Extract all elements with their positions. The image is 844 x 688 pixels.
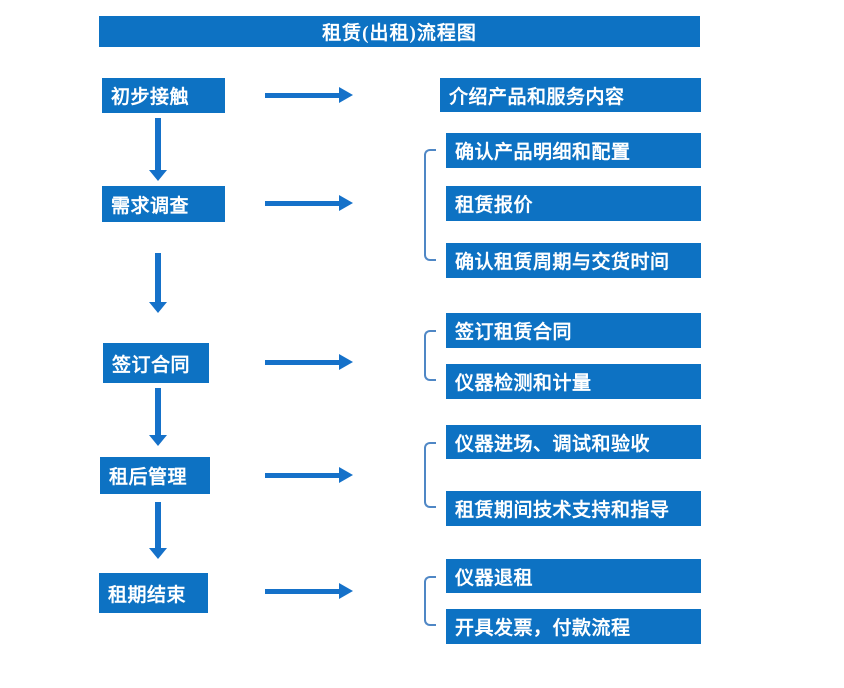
- detail-label: 开具发票，付款流程: [455, 618, 631, 639]
- right-arrow-shaft: [265, 473, 339, 478]
- detail-box: 仪器退租: [446, 559, 701, 593]
- step-box-post-rental-management: 租后管理: [100, 457, 210, 494]
- detail-box: 签订租赁合同: [446, 313, 701, 348]
- detail-label: 仪器进场、调试和验收: [455, 433, 651, 455]
- down-arrow-shaft: [155, 502, 161, 548]
- detail-label: 仪器检测和计量: [455, 373, 592, 394]
- down-arrow-head: [149, 170, 167, 181]
- detail-label: 确认产品明细和配置: [455, 142, 631, 163]
- detail-box: 租赁报价: [446, 186, 701, 221]
- step-box-initial-contact: 初步接触: [102, 78, 225, 113]
- right-arrow-shaft: [265, 589, 339, 594]
- step-label: 租期结束: [108, 584, 187, 606]
- flowchart-title-bar: 租赁(出租)流程图: [99, 16, 700, 47]
- detail-label: 仪器退租: [455, 567, 534, 589]
- right-arrow-shaft: [265, 360, 339, 365]
- group-bracket-icon: [424, 149, 436, 261]
- detail-box: 租赁期间技术支持和指导: [446, 491, 701, 526]
- right-arrow-head: [339, 87, 353, 103]
- group-bracket-icon: [424, 330, 436, 381]
- step-label: 签订合同: [112, 354, 191, 376]
- group-bracket-icon: [424, 442, 436, 508]
- step-box-sign-contract: 签订合同: [103, 343, 209, 383]
- detail-box: 仪器进场、调试和验收: [446, 425, 701, 459]
- step-label: 初步接触: [111, 87, 190, 108]
- right-arrow-head: [339, 195, 353, 211]
- detail-box: 介绍产品和服务内容: [440, 78, 701, 112]
- down-arrow-head: [149, 302, 167, 313]
- detail-box: 确认租赁周期与交货时间: [446, 243, 701, 278]
- right-arrow-head: [339, 354, 353, 370]
- detail-box: 确认产品明细和配置: [446, 133, 701, 168]
- down-arrow-shaft: [155, 253, 161, 302]
- detail-box: 开具发票，付款流程: [446, 609, 701, 644]
- flowchart-title: 租赁(出租)流程图: [322, 23, 477, 44]
- right-arrow-shaft: [265, 201, 339, 206]
- detail-label: 确认租赁周期与交货时间: [455, 252, 670, 273]
- detail-label: 租赁期间技术支持和指导: [455, 500, 670, 521]
- right-arrow-head: [339, 467, 353, 483]
- down-arrow-shaft: [155, 118, 161, 170]
- detail-box: 仪器检测和计量: [446, 364, 701, 399]
- detail-label: 签订租赁合同: [455, 322, 573, 343]
- step-box-demand-survey: 需求调查: [102, 186, 225, 222]
- down-arrow-shaft: [155, 388, 161, 435]
- right-arrow-shaft: [265, 93, 339, 98]
- down-arrow-head: [149, 548, 167, 559]
- step-label: 需求调查: [111, 195, 190, 217]
- right-arrow-head: [339, 583, 353, 599]
- group-bracket-icon: [424, 576, 436, 626]
- step-label: 租后管理: [109, 467, 188, 488]
- down-arrow-head: [149, 435, 167, 446]
- detail-label: 介绍产品和服务内容: [449, 86, 625, 108]
- step-box-rental-end: 租期结束: [99, 573, 208, 613]
- detail-label: 租赁报价: [455, 195, 534, 216]
